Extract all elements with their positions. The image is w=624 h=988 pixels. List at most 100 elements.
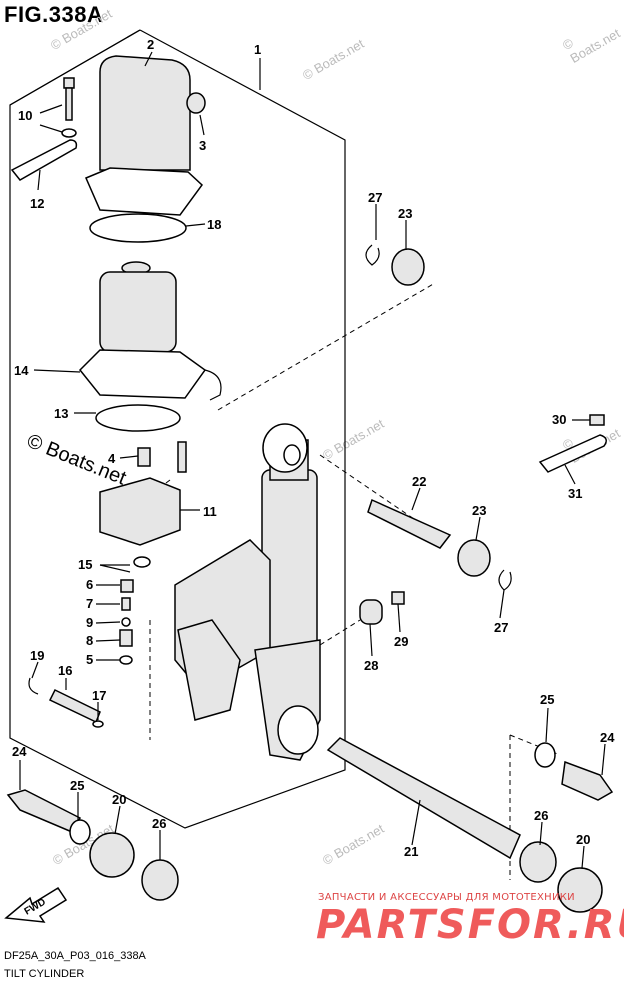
- callout-24b: 24: [600, 730, 615, 745]
- bolt: [391, 591, 405, 605]
- reservoir-flange: [85, 167, 203, 216]
- callout-1: 1: [254, 42, 261, 57]
- leader: [539, 821, 543, 846]
- bolt: [177, 441, 187, 473]
- leader: [199, 114, 205, 136]
- callout-27b: 27: [494, 620, 508, 635]
- leader: [564, 464, 576, 485]
- leader: [119, 455, 139, 459]
- figure-code: DF25A_30A_P03_016_338A: [4, 950, 146, 962]
- callout-22: 22: [412, 474, 426, 489]
- pin: [121, 597, 131, 611]
- callout-19: 19: [30, 648, 44, 663]
- callout-23a: 23: [398, 206, 412, 221]
- callout-29: 29: [394, 634, 408, 649]
- leader-dashed: [217, 282, 436, 411]
- bolt: [6, 789, 82, 833]
- rod-eye-hole: [283, 444, 301, 466]
- o-ring: [133, 556, 151, 568]
- motor-wire: [204, 369, 222, 401]
- leader: [581, 845, 585, 869]
- lower-eye-hole: [277, 705, 319, 755]
- callout-12: 12: [30, 196, 44, 211]
- callout-26a: 26: [152, 816, 166, 831]
- pin: [367, 498, 452, 549]
- leader: [499, 589, 505, 619]
- washer: [61, 128, 77, 138]
- motor-flange: [78, 349, 207, 399]
- figure-name: TILT CYLINDER: [4, 968, 85, 980]
- callout-4: 4: [108, 451, 116, 466]
- leader: [411, 487, 421, 511]
- leader: [37, 169, 41, 191]
- leader: [95, 621, 121, 624]
- circlip: [28, 677, 39, 695]
- leader: [185, 223, 206, 227]
- callout-15: 15: [78, 557, 92, 572]
- callout-18: 18: [207, 217, 221, 232]
- bushing: [359, 599, 383, 625]
- reservoir: [99, 55, 191, 171]
- ball: [121, 617, 131, 627]
- callout-8: 8: [86, 633, 93, 648]
- leader: [397, 603, 401, 633]
- bushing: [141, 859, 179, 901]
- callout-7: 7: [86, 596, 93, 611]
- leader: [99, 564, 131, 573]
- callout-16: 16: [58, 663, 72, 678]
- clamp: [538, 434, 607, 473]
- assembly-frame-edge: [9, 29, 141, 106]
- o-ring: [92, 720, 104, 728]
- callout-11: 11: [203, 504, 217, 519]
- callout-20a: 20: [112, 792, 126, 807]
- valve-seat: [119, 629, 133, 647]
- washer: [69, 819, 91, 845]
- lower-clevis: [177, 619, 241, 721]
- callout-leaders: [19, 51, 606, 869]
- leader: [369, 623, 373, 657]
- leader: [545, 707, 549, 743]
- callout-17: 17: [92, 688, 106, 703]
- circlip: [498, 569, 512, 591]
- bushing: [519, 841, 557, 883]
- bushing: [557, 867, 603, 913]
- valve: [137, 447, 151, 467]
- callout-30: 30: [552, 412, 566, 427]
- rod-eye: [262, 423, 308, 473]
- leader: [33, 369, 81, 373]
- callout-20b: 20: [576, 832, 590, 847]
- callout-labels: 1 2 3 4 5 6 7 8 9 10 11 12 13 14 15 16 1…: [12, 37, 615, 859]
- callout-31: 31: [568, 486, 582, 501]
- callout-10: 10: [18, 108, 32, 123]
- callout-3: 3: [199, 138, 206, 153]
- o-ring: [119, 655, 133, 665]
- callout-26b: 26: [534, 808, 548, 823]
- leader: [39, 124, 63, 133]
- fwd-arrow-shape: [4, 886, 68, 923]
- fwd-arrow: FWD: [4, 886, 68, 923]
- callout-21: 21: [404, 844, 418, 859]
- bushing: [391, 248, 425, 286]
- callout-13: 13: [54, 406, 68, 421]
- leader-dashed: [319, 619, 361, 646]
- callout-14: 14: [14, 363, 29, 378]
- brand-subtitle: ЗАПЧАСТИ И АКСЕССУАРЫ ДЛЯ МОТОТЕХНИКИ: [318, 892, 575, 903]
- brand-logo: PARTSFOR.RU: [316, 902, 624, 948]
- leader-dashed: [319, 454, 446, 541]
- callout-28: 28: [364, 658, 378, 673]
- leader: [411, 799, 421, 846]
- bushing: [457, 539, 491, 577]
- leader: [475, 516, 481, 541]
- o-ring: [89, 213, 187, 243]
- circlip: [365, 244, 380, 266]
- spring: [120, 579, 134, 593]
- leader: [95, 639, 121, 642]
- shaft: [326, 737, 521, 860]
- bolt-head: [63, 77, 75, 89]
- plug: [186, 92, 206, 114]
- leader: [39, 104, 63, 114]
- figure-title: FIG.338A: [4, 2, 104, 27]
- callout-24a: 24: [12, 744, 27, 759]
